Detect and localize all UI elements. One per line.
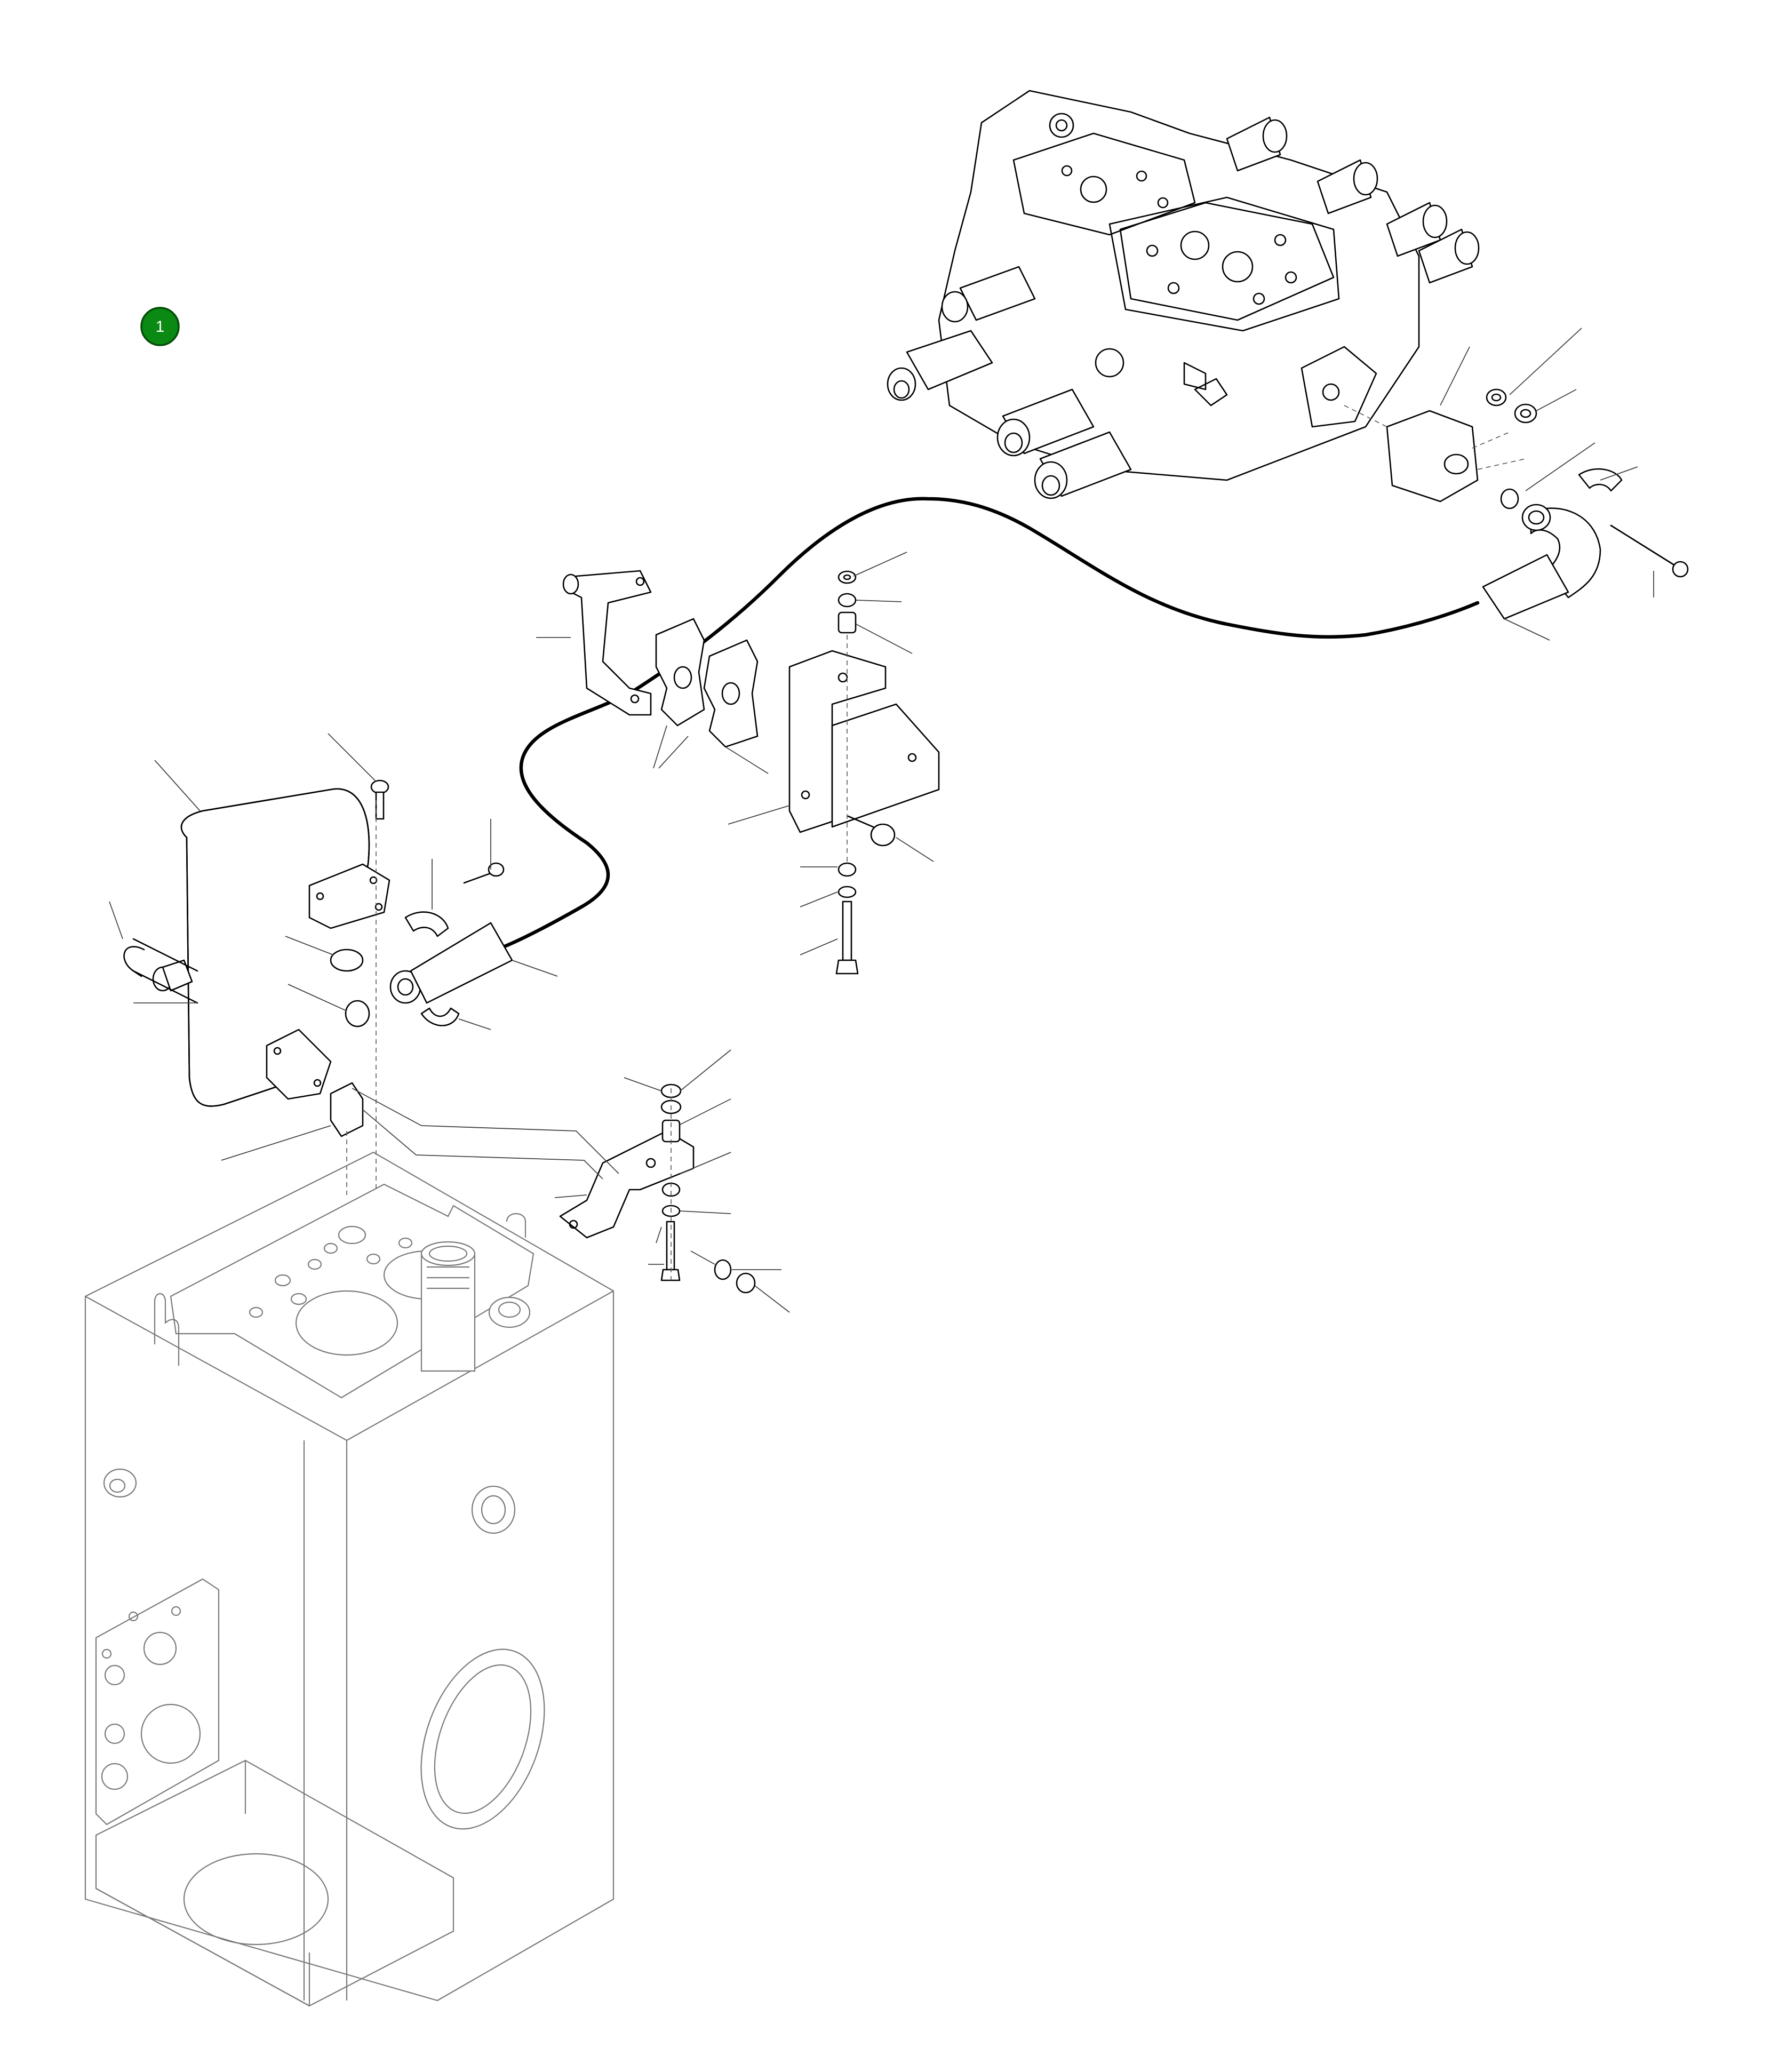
spool-4 (941, 266, 1036, 323)
bolt-stack (660, 1221, 681, 1281)
hydraulic-reservoir (84, 1151, 615, 2007)
tube-flange-top (308, 863, 390, 929)
hose-end-lower (389, 922, 513, 1004)
control-valve-assembly (887, 90, 1480, 499)
clamp-half-2 (703, 639, 759, 748)
nut-top (837, 593, 857, 608)
bolt-long-upper (1610, 524, 1689, 578)
spool-1 (887, 330, 993, 401)
bolt-small-left (463, 862, 505, 884)
bracket-bolt (847, 815, 896, 847)
spool-3 (1034, 431, 1132, 499)
rigid-tube (175, 788, 370, 1107)
clamp-half-1 (655, 618, 705, 727)
spacer-block (330, 1082, 364, 1137)
tube-flange-bottom (266, 1029, 332, 1100)
angle-bracket (559, 1130, 695, 1239)
mounting-bracket (788, 650, 940, 833)
callout-1-label: 1 (156, 318, 165, 336)
clamp-bracket (562, 570, 652, 716)
nut-lower (837, 862, 857, 877)
half-flange-left-2 (420, 1007, 460, 1026)
o-ring-1 (330, 949, 364, 972)
leader-lines (109, 328, 1654, 1313)
spool-2 (996, 388, 1095, 457)
tube-end-fitting (152, 959, 193, 992)
washer-lower (837, 886, 857, 898)
o-ring-upper (1500, 488, 1519, 509)
fitting-small-1 (1486, 388, 1507, 407)
u-bolt (123, 938, 198, 1004)
bolt-top-left (370, 779, 389, 820)
washer-side (714, 1259, 732, 1280)
o-ring-2 (345, 1000, 370, 1027)
callout-1-circle[interactable] (140, 307, 180, 346)
nut-side (736, 1272, 756, 1294)
callout-1[interactable]: 1 (140, 307, 180, 346)
washer-top (837, 570, 857, 584)
flange-block (1386, 410, 1479, 503)
hose-end-upper (1482, 504, 1601, 620)
spacer-top (837, 611, 857, 634)
fitting-small-2 (1514, 403, 1537, 424)
hydraulic-hose (494, 497, 1480, 952)
bolt-vertical (835, 900, 859, 975)
half-flange-left-1 (404, 911, 449, 937)
